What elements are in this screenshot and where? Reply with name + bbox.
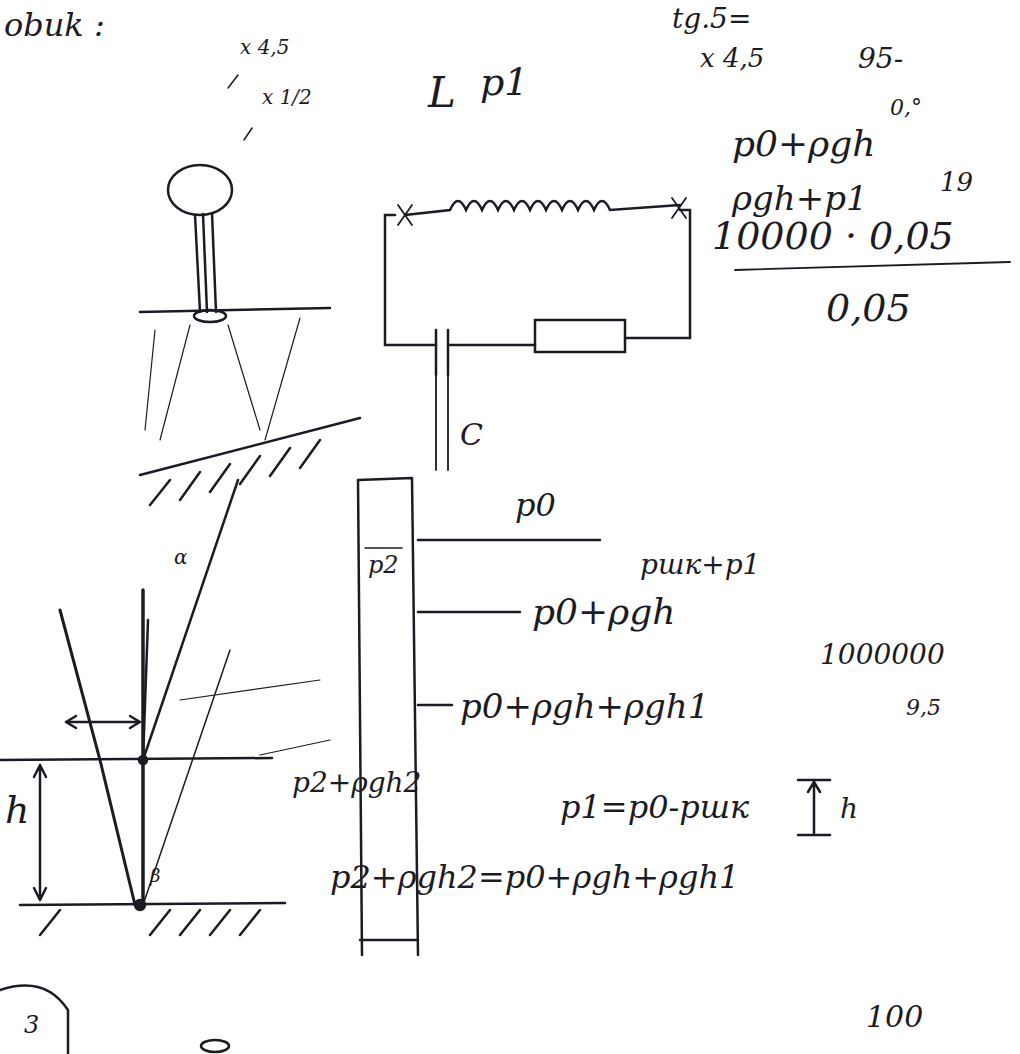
handwritten-note: x 4,5: [700, 44, 764, 73]
handwritten-note: p2+ρgh2: [292, 768, 421, 799]
handwritten-note: 9,5: [906, 696, 941, 720]
handwritten-note: 10000 · 0,05: [712, 216, 954, 258]
handwritten-note: β: [150, 866, 160, 886]
handwritten-note: p2: [368, 552, 399, 578]
handwritten-note: p0+ρgh: [532, 592, 676, 632]
handwritten-note: tg.5=: [672, 4, 751, 35]
handwritten-note: ρgh+p1: [732, 180, 868, 217]
handwritten-note: 100: [866, 1000, 923, 1033]
handwritten-note: p2+ρgh2=p0+ρgh+ρgh1: [330, 860, 739, 895]
handwritten-note: α: [174, 546, 188, 568]
handwritten-note: x 4,5: [240, 36, 289, 58]
handwritten-note: h: [5, 790, 29, 832]
handwritten-note: p1: [480, 62, 529, 104]
handwritten-note: 3: [24, 1012, 39, 1038]
handwritten-note: p0+ρgh: [732, 124, 876, 164]
handwritten-note: x 1/2: [262, 86, 312, 108]
handwritten-note: 95-: [858, 44, 903, 75]
handwritten-note: pшк+p1: [640, 550, 760, 581]
handwritten-note: 0,05: [826, 288, 911, 330]
handwritten-note: p0+ρgh+ρgh1: [460, 688, 709, 725]
handwritten-note: 0,°: [890, 96, 922, 120]
handwritten-note: p1=p0-pшк: [560, 790, 749, 825]
handwritten-note: 19: [940, 168, 973, 197]
handwritten-note: C: [460, 418, 483, 451]
handwritten-note: 1000000: [820, 640, 945, 671]
handwritten-note: h: [840, 794, 858, 825]
handwritten-note: L: [428, 70, 456, 116]
handwritten-note: p0: [515, 488, 556, 523]
handwritten-note: obuk :: [4, 8, 105, 43]
